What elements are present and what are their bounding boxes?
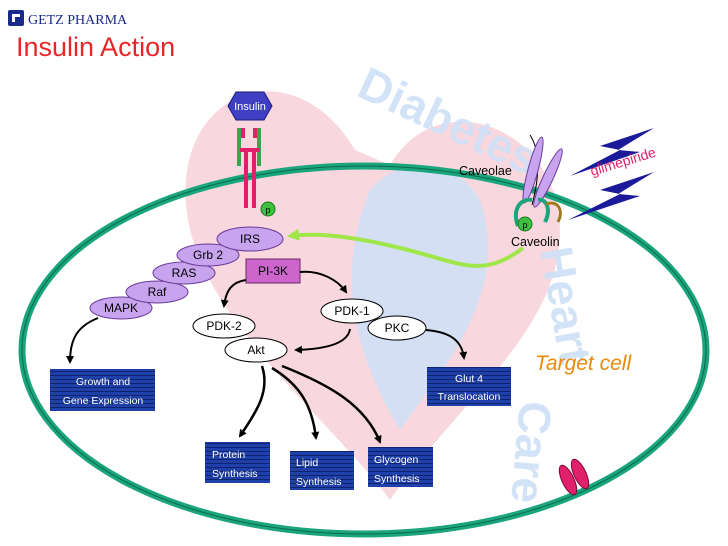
caveolae-structure (513, 134, 563, 227)
page-title: Insulin Action (16, 32, 175, 62)
receptor-phospho (260, 201, 276, 217)
nodes-pi3k-text: PI-3K (258, 264, 288, 278)
watermark-heart-word: Heart (530, 243, 602, 368)
insulin-label: Insulin (234, 101, 266, 113)
node-irs: IRS (216, 226, 284, 252)
caveolin-label: Caveolin (511, 235, 560, 249)
node-pdk2: PDK-2 (192, 313, 256, 339)
caveolae-label: Caveolae (459, 164, 512, 178)
nodes-ras-text: RAS (172, 266, 197, 280)
outcome-protein: Protein Synthesis (205, 442, 270, 483)
outcomes-lipid-line2-text: Synthesis (296, 476, 342, 488)
node-akt: Akt (224, 337, 288, 363)
node-pdk1: PDK-1 (320, 298, 384, 324)
node-pi3k: PI-3K (245, 258, 301, 284)
outcome-lipid: Lipid Synthesis (290, 451, 354, 490)
outcomes-glycogen-line1-text: Glycogen (374, 454, 419, 466)
glimepiride-lightning (568, 128, 654, 220)
glimepiride-label: glimepiride (588, 144, 658, 179)
caveolin-phospho (517, 216, 533, 232)
nodes-pdk1-text: PDK-1 (334, 304, 370, 318)
pathway-arrows (66, 270, 468, 444)
nodes-pkc-text: PKC (385, 321, 410, 335)
outcome-glycogen: Glycogen Synthesis (368, 447, 433, 487)
logo-text: GETZ PHARMA (28, 13, 128, 28)
logo: GETZ PHARMA (8, 10, 128, 28)
outcomes-growth-line2-text: Gene Expression (63, 395, 144, 407)
insulin-hexagon (227, 91, 273, 121)
outcomes-protein-line2-text: Synthesis (212, 468, 258, 480)
node-pkc: PKC (367, 315, 427, 341)
insulin-receptor (237, 128, 261, 208)
nodes-akt-text: Akt (247, 343, 265, 357)
nodes-mapk-text: MAPK (104, 301, 138, 315)
caveolin-phospho-label: p (522, 220, 527, 230)
node-grb2: Grb 2 (176, 243, 240, 267)
watermark-care: Care (501, 399, 562, 505)
nodes-pdk2-text: PDK-2 (206, 319, 242, 333)
nodes-raf-text: Raf (148, 285, 167, 299)
target-cell-label: Target cell (535, 352, 632, 375)
outcomes-glut-line1-text: Glut 4 (455, 373, 483, 385)
outcome-growth: Growth and Gene Expression (50, 369, 155, 411)
node-mapk: MAPK (89, 296, 153, 320)
membrane-channel (558, 458, 590, 496)
nodes-grb2-text: Grb 2 (193, 248, 223, 262)
outcomes-protein-line1-text: Protein (212, 449, 245, 461)
nodes-irs-text: IRS (240, 232, 260, 246)
outcome-glut4: Glut 4 Translocation (427, 367, 511, 406)
outcomes-glycogen-line2-text: Synthesis (374, 473, 420, 485)
glimepiride-signal-arrow (287, 228, 525, 268)
outcomes-glut-line2-text: Translocation (438, 391, 501, 403)
node-raf: Raf (125, 280, 189, 304)
receptor-phospho-label: p (265, 205, 270, 215)
outcomes-lipid-line1-text: Lipid (296, 457, 318, 469)
outcomes-growth-line1-text: Growth and (76, 376, 130, 388)
